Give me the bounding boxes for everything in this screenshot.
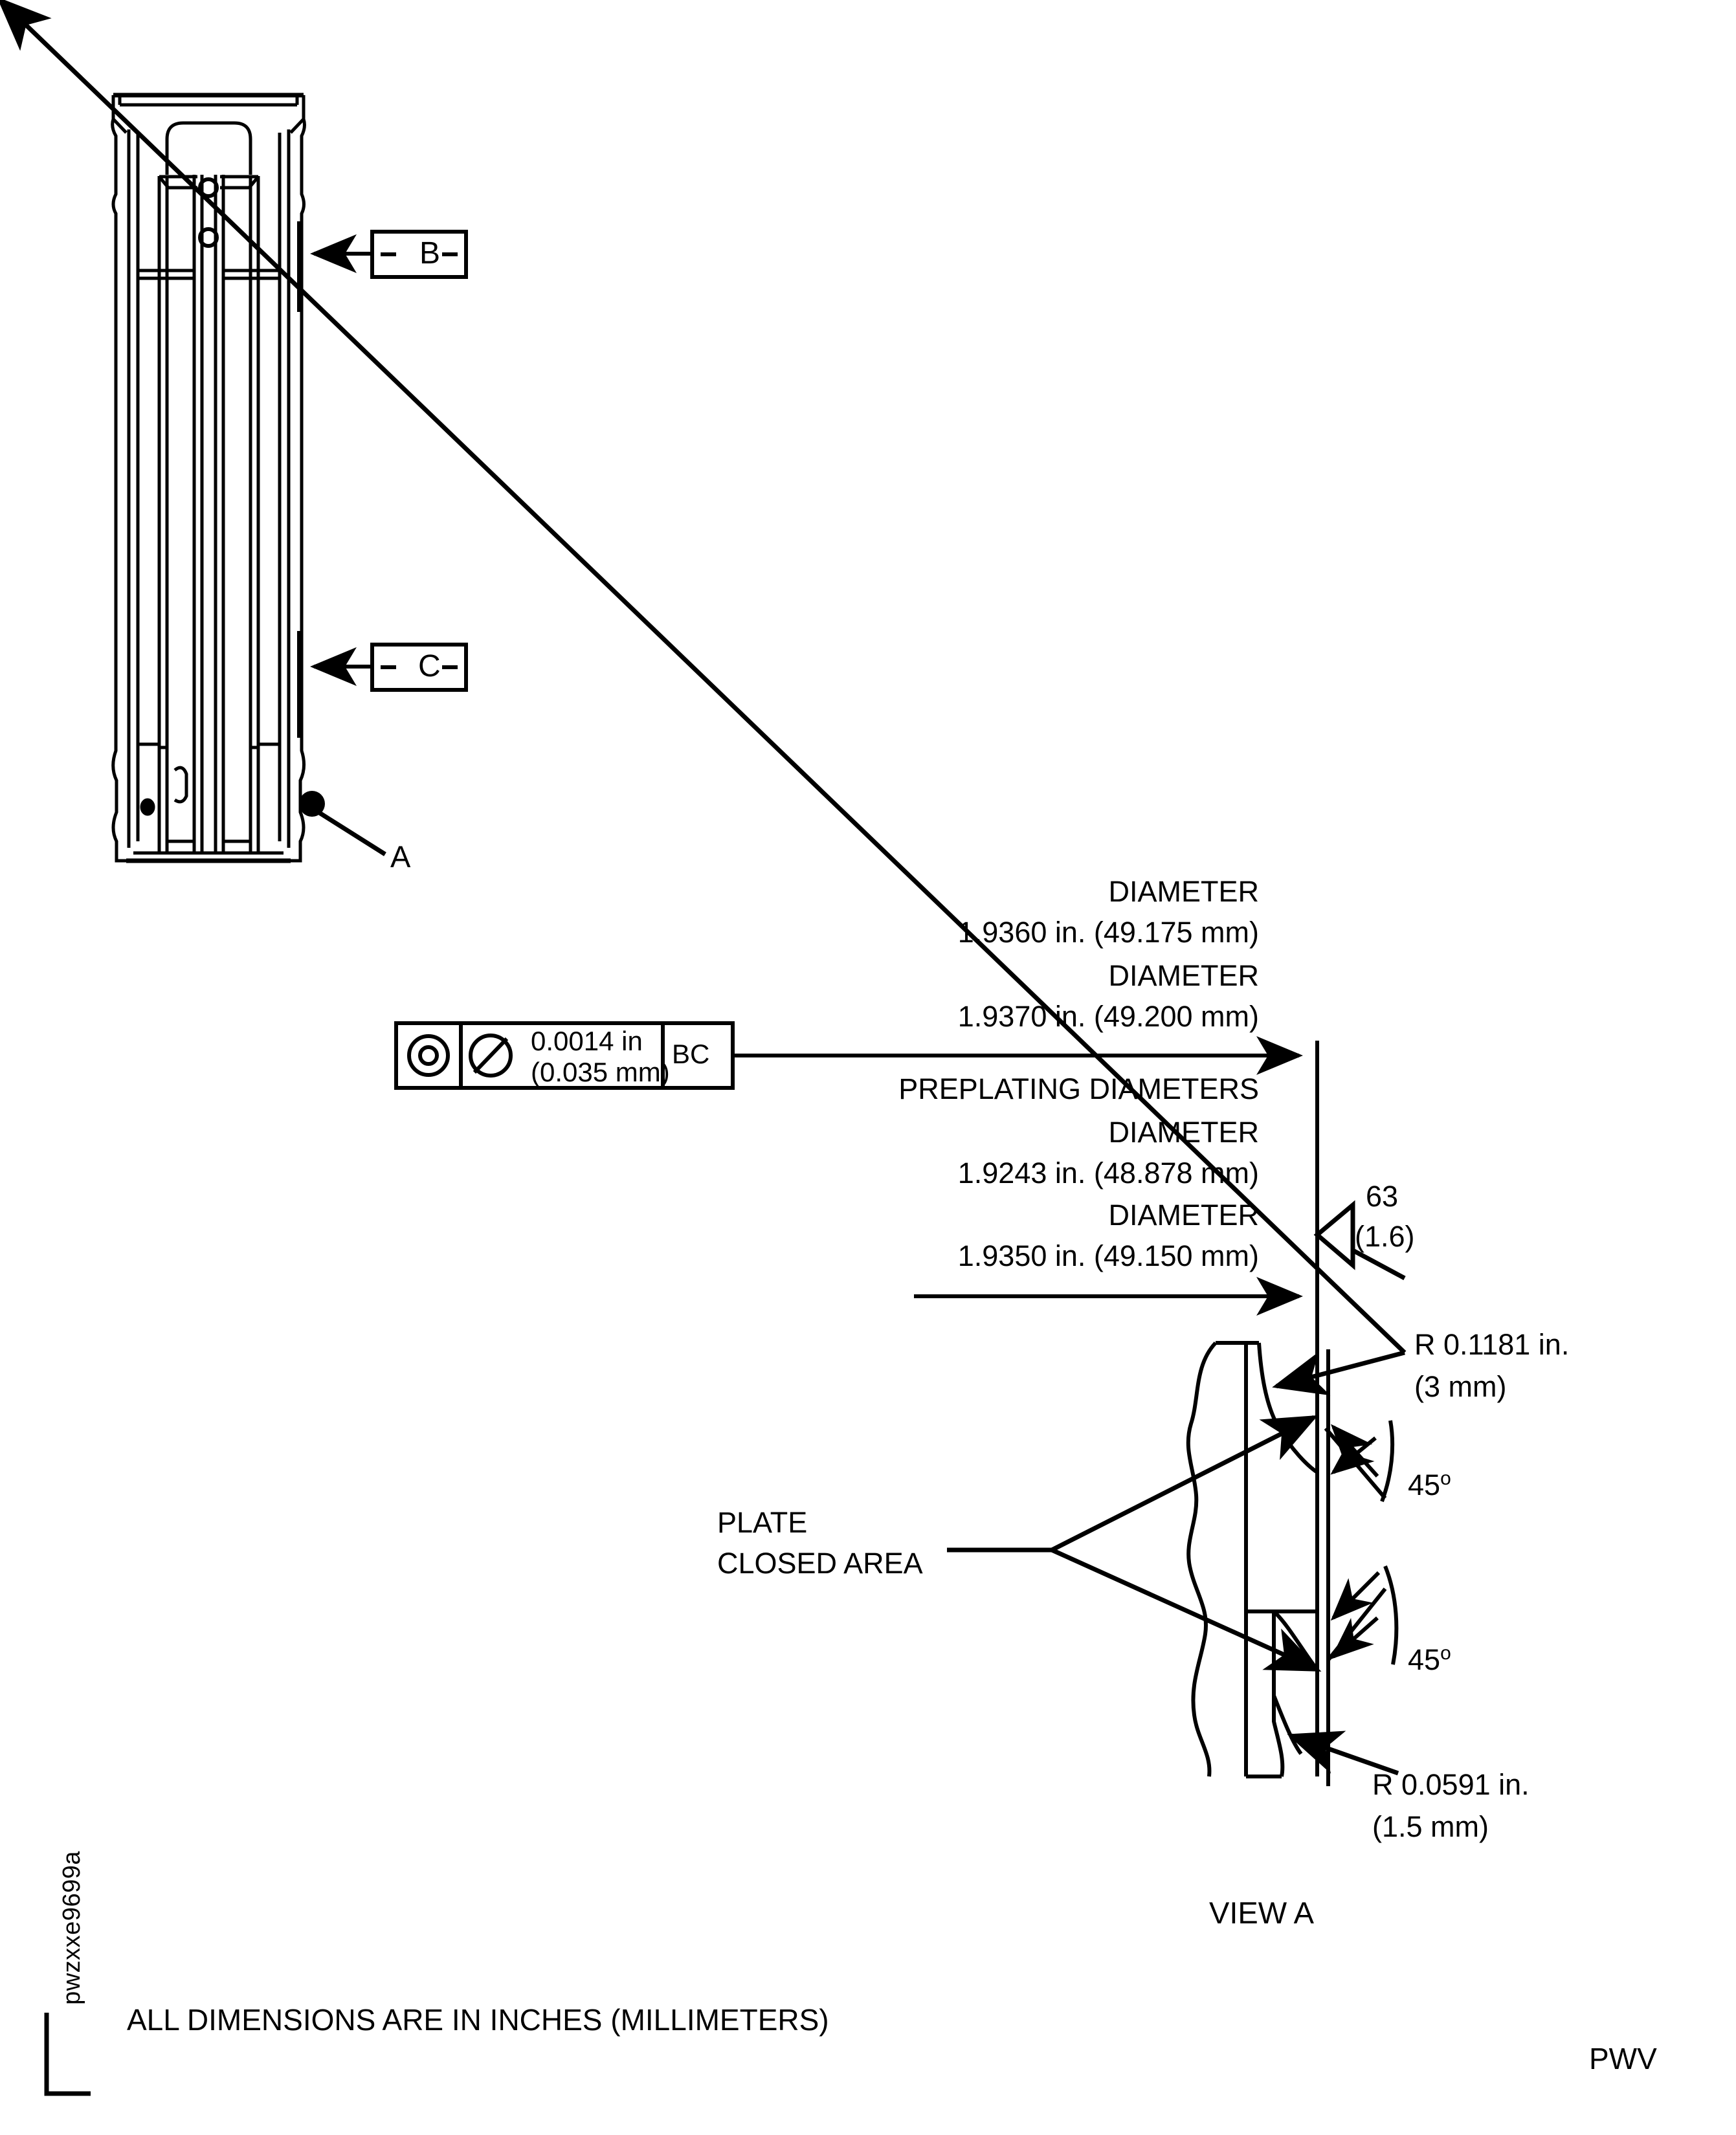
plated-diameter-2-value: 1.9370 in. (49.200 mm) — [957, 1000, 1259, 1033]
angle-top-value: 45o — [1408, 1468, 1451, 1501]
plated-diameter-2-label: DIAMETER — [1108, 959, 1259, 992]
radius-top-line2: (3 mm) — [1414, 1370, 1507, 1403]
fcf-tolerance-inch: 0.0014 in — [531, 1026, 643, 1056]
preplating-heading: PREPLATING DIAMETERS — [898, 1072, 1259, 1105]
units-note: ALL DIMENSIONS ARE IN INCHES (MILLIMETER… — [127, 2003, 829, 2037]
detail-a-label: A — [390, 839, 411, 874]
degree-superscript-top: o — [1440, 1468, 1451, 1489]
plate-closed-area-leaders — [947, 1415, 1322, 1672]
view-a-profile — [1186, 1341, 1319, 1778]
radius-bottom-line1: R 0.0591 in. — [1372, 1768, 1530, 1801]
angle-top-annotation — [1324, 1420, 1395, 1503]
plate-closed-area-line2: CLOSED AREA — [717, 1547, 923, 1580]
datum-c-leader — [297, 631, 372, 738]
diameter-symbol-icon — [469, 1034, 513, 1078]
drawing-id: pwzxxe9699a — [58, 1851, 85, 2005]
datum-b-label: B — [419, 236, 441, 271]
surface-finish-inch-value: 63 — [1366, 1180, 1399, 1213]
surface-finish-mm-value: (1.6) — [1355, 1220, 1415, 1253]
sheet-code: PWV — [1589, 2042, 1657, 2075]
drawing-id-bracket — [44, 2013, 91, 2096]
fcf-datum-reference: BC — [672, 1039, 710, 1069]
detail-a-flag — [299, 791, 386, 856]
preplating-diameter-1-label: DIAMETER — [1108, 1116, 1259, 1149]
angle-bottom-value: 45o — [1408, 1643, 1451, 1676]
degree-superscript-bottom: o — [1440, 1643, 1451, 1664]
plate-closed-area-line1: PLATE — [717, 1506, 808, 1539]
preplating-diameter-2-value: 1.9350 in. (49.150 mm) — [957, 1239, 1259, 1272]
view-a-title: VIEW A — [1209, 1896, 1314, 1930]
concentricity-icon — [407, 1034, 450, 1077]
preplating-diameter-1-value: 1.9243 in. (48.878 mm) — [957, 1156, 1259, 1189]
plated-diameter-1-value: 1.9360 in. (49.175 mm) — [957, 916, 1259, 949]
preplating-diameter-2-label: DIAMETER — [1108, 1199, 1259, 1232]
part-holes-group — [140, 177, 219, 816]
datum-c-label: C — [418, 649, 441, 683]
part-outline-group — [111, 93, 306, 863]
datum-b-leader — [297, 221, 372, 312]
plated-diameter-1-label: DIAMETER — [1108, 875, 1259, 908]
angle-bottom-annotation — [1326, 1565, 1399, 1665]
fcf-tolerance-mm: (0.035 mm) — [531, 1057, 670, 1087]
radius-top-line1: R 0.1181 in. — [1414, 1328, 1570, 1361]
radius-bottom-line2: (1.5 mm) — [1372, 1810, 1489, 1843]
section-plane-line — [1315, 1041, 1330, 1786]
